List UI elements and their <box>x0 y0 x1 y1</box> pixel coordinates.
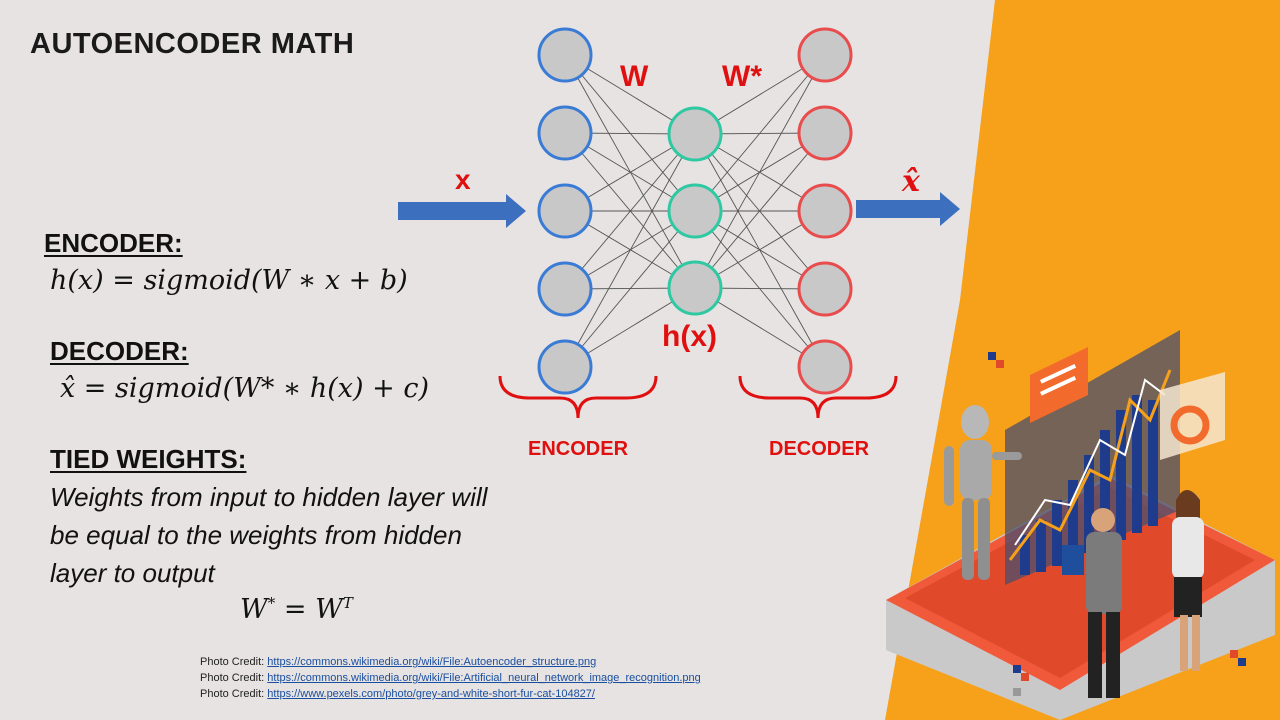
hidden-node-1 <box>667 106 723 162</box>
input-node-4 <box>537 261 593 317</box>
decor-squares <box>988 352 1246 696</box>
network-edge <box>564 210 696 368</box>
output-node-5 <box>797 339 853 395</box>
encoder-heading: ENCODER: <box>44 228 183 258</box>
tied-weights-equation: W* = WT <box>240 594 353 625</box>
weight-label-w: W <box>620 60 649 93</box>
decoder-label: DECODER <box>769 438 870 460</box>
decoder-heading: DECODER: <box>50 336 189 366</box>
network-edge <box>694 54 826 289</box>
tied-weights-heading: TIED WEIGHTS: <box>50 444 247 474</box>
tied-line-3: layer to output <box>50 558 215 588</box>
hidden-node-3 <box>667 260 723 316</box>
credit-line-3: Photo Credit: https://www.pexels.com/pho… <box>200 688 595 700</box>
tied-eq-right-sup: T <box>342 594 353 612</box>
decoder-equation: x̂ = sigmoid(W* ∗ h(x) + c) <box>60 373 429 404</box>
network-edge <box>694 210 826 368</box>
output-label-x-hat: x̂ <box>902 164 920 199</box>
credit-line-1: Photo Credit: https://commons.wikimedia.… <box>200 656 597 668</box>
credit-link-2[interactable]: https://commons.wikimedia.org/wiki/File:… <box>267 672 701 684</box>
output-node-4 <box>797 261 853 317</box>
network-edge <box>564 54 696 212</box>
tablet-icon <box>1062 545 1084 575</box>
tied-line-1: Weights from input to hidden layer will <box>50 482 488 512</box>
network-edge <box>694 54 826 212</box>
tied-eq-sign: = <box>275 594 316 625</box>
encoder-brace <box>498 375 658 419</box>
credit-link-1[interactable]: https://commons.wikimedia.org/wiki/File:… <box>267 656 597 668</box>
network-edge <box>694 132 826 289</box>
donut-chart <box>1170 405 1210 445</box>
tied-eq-right: W <box>315 594 343 625</box>
network-edge <box>564 133 696 290</box>
dashboard-bars <box>1020 395 1158 575</box>
network-edge <box>564 132 696 289</box>
decoder-brace <box>738 375 898 419</box>
photo-credits: Photo Credit: https://commons.wikimedia.… <box>200 654 701 702</box>
credit-line-2: Photo Credit: https://commons.wikimedia.… <box>200 672 701 684</box>
output-arrow <box>856 192 960 226</box>
tied-eq-left-sup: * <box>267 594 276 612</box>
tied-weights-text: Weights from input to hidden layer will … <box>50 478 487 592</box>
weight-label-w-star: W* <box>722 60 762 93</box>
man-figure <box>1062 508 1122 698</box>
credit-link-3[interactable]: https://www.pexels.com/photo/grey-and-wh… <box>267 688 595 700</box>
input-node-2 <box>537 105 593 161</box>
network-edge <box>564 133 696 368</box>
input-arrow <box>398 194 526 228</box>
woman-figure <box>1172 490 1204 671</box>
tied-eq-left: W <box>240 594 268 625</box>
network-nodes <box>537 27 853 395</box>
input-node-3 <box>537 183 593 239</box>
network-edge <box>694 133 826 290</box>
encoder-label: ENCODER <box>528 438 629 460</box>
page-title: AUTOENCODER MATH <box>30 28 355 60</box>
encoder-equation: h(x) = sigmoid(W ∗ x + b) <box>50 265 408 296</box>
output-node-2 <box>797 105 853 161</box>
hidden-label-hx: h(x) <box>662 320 717 353</box>
input-node-5 <box>537 339 593 395</box>
tied-line-2: be equal to the weights from hidden <box>50 520 462 550</box>
input-node-1 <box>537 27 593 83</box>
hidden-node-2 <box>667 183 723 239</box>
output-node-3 <box>797 183 853 239</box>
robot-figure <box>944 405 1022 580</box>
output-node-1 <box>797 27 853 83</box>
input-label-x: x <box>455 164 471 195</box>
